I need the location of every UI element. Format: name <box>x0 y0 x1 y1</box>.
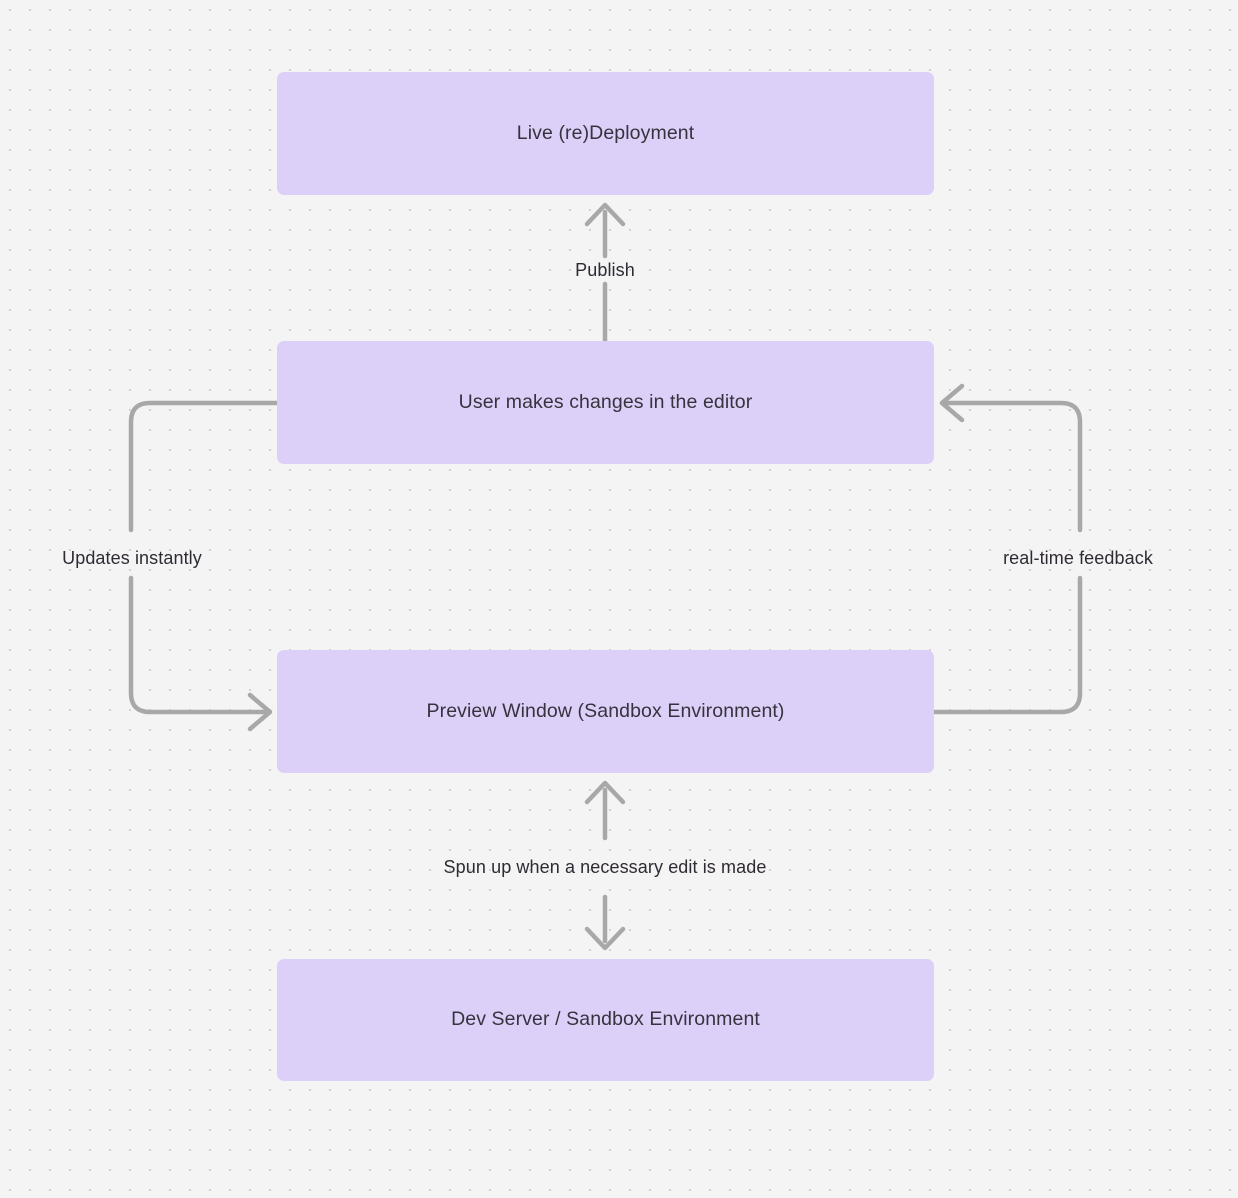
node-dev-server-label: Dev Server / Sandbox Environment <box>451 1008 760 1031</box>
edge-label-updates-instantly: Updates instantly <box>62 548 202 568</box>
node-preview-window[interactable]: Preview Window (Sandbox Environment) <box>277 650 934 773</box>
node-live-redeployment-label: Live (re)Deployment <box>516 121 695 144</box>
edge-label-spun-up: Spun up when a necessary edit is made <box>443 857 767 877</box>
node-live-redeployment[interactable]: Live (re)Deployment <box>277 72 934 195</box>
node-user-makes-changes-label: User makes changes in the editor <box>458 390 753 413</box>
edge-label-publish: Publish <box>575 260 635 280</box>
node-user-makes-changes[interactable]: User makes changes in the editor <box>277 341 934 464</box>
edge-label-real-time-feedback: real-time feedback <box>1003 548 1153 568</box>
node-dev-server[interactable]: Dev Server / Sandbox Environment <box>277 959 934 1081</box>
node-preview-window-label: Preview Window (Sandbox Environment) <box>426 699 785 722</box>
